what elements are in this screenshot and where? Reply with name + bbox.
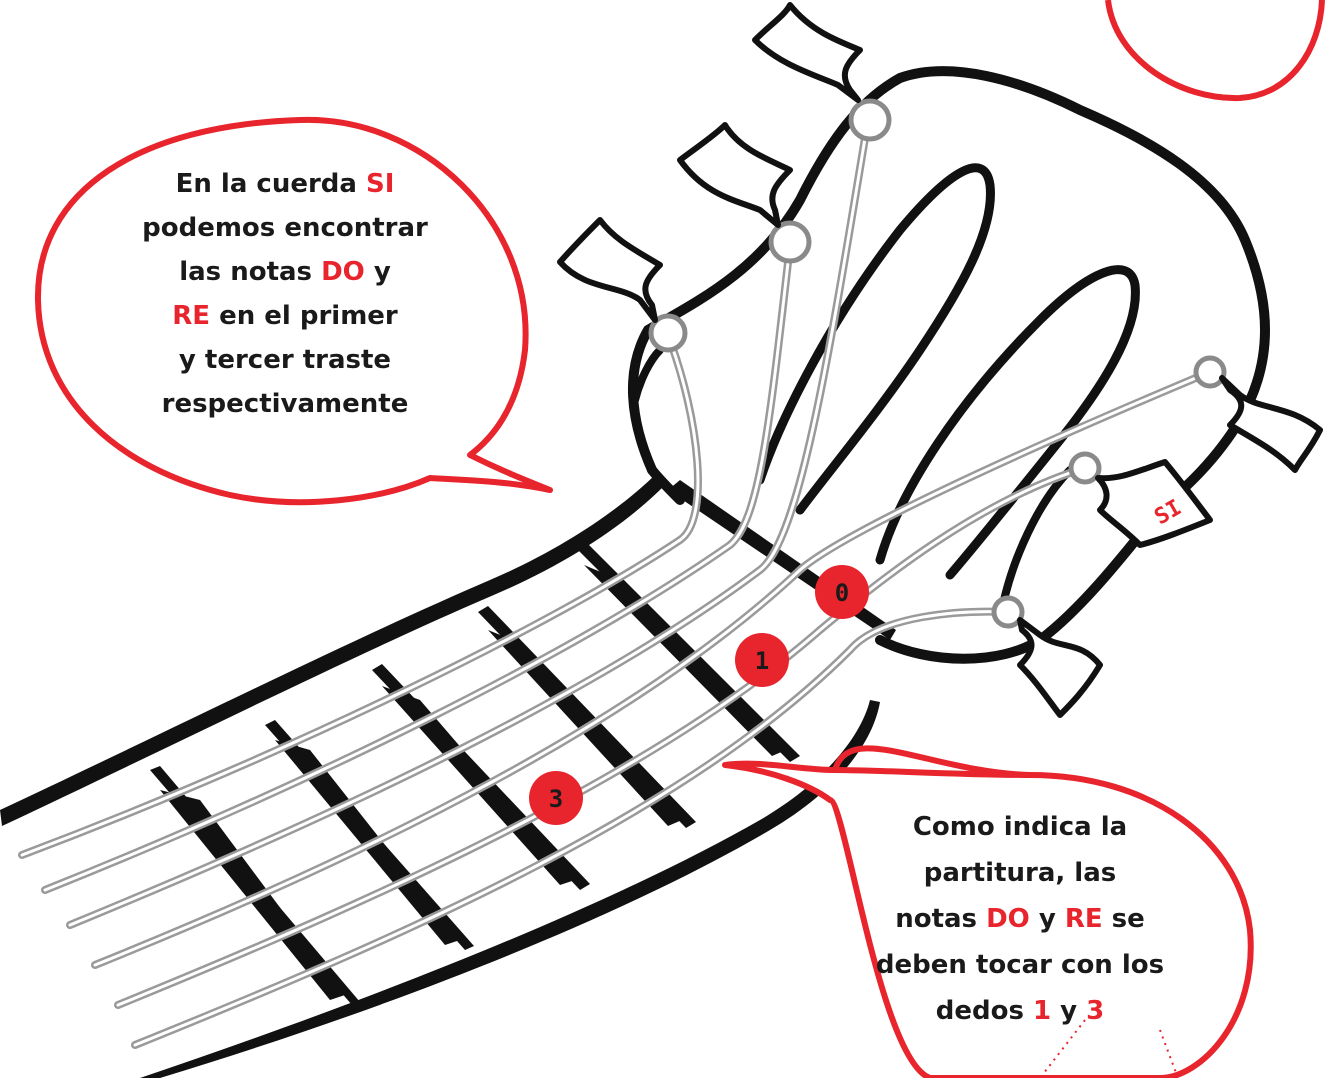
- tuning-post-4: [1196, 358, 1224, 386]
- finger-marker-0: 0: [815, 565, 869, 619]
- frets: [150, 480, 896, 1005]
- text-segment: Como indica la: [913, 812, 1127, 842]
- finger-marker-1: 1: [735, 633, 789, 687]
- text-segment: En la cuerda: [176, 169, 366, 199]
- highlight-text: 1: [1033, 996, 1051, 1026]
- tuner-key-2: [680, 125, 790, 225]
- svg-text:0: 0: [835, 579, 849, 607]
- bubble-line: notas DO y RE se: [895, 904, 1145, 934]
- text-segment: notas: [895, 904, 986, 934]
- highlight-text: RE: [172, 301, 210, 331]
- bubble-line: RE en el primer: [172, 301, 398, 331]
- text-segment: dedos: [936, 996, 1033, 1026]
- text-segment: podemos encontrar: [142, 213, 428, 243]
- tuning-post-5: [1071, 454, 1099, 482]
- bubble-line: respectivamente: [162, 389, 409, 419]
- text-segment: y: [1030, 904, 1065, 934]
- partial-red-circle: [1108, 0, 1322, 98]
- text-segment: partitura, las: [924, 858, 1117, 888]
- speech-bubble-left: En la cuerda SI podemos encontrar las nota…: [38, 120, 550, 502]
- highlight-text: DO: [321, 257, 365, 287]
- bubble-line: y tercer traste: [179, 345, 391, 375]
- highlight-text: 3: [1086, 996, 1104, 1026]
- svg-text:3: 3: [549, 785, 563, 813]
- text-segment: y tercer traste: [179, 345, 391, 375]
- text-segment: en el primer: [210, 301, 398, 331]
- bubble-line: Como indica la: [913, 812, 1127, 842]
- text-segment: respectivamente: [162, 389, 409, 419]
- text-segment: y: [365, 257, 391, 287]
- tuner-key-3: [755, 5, 860, 100]
- tuning-post-3: [851, 101, 889, 139]
- neck-outline: [0, 472, 880, 1078]
- tuning-post-2: [771, 223, 809, 261]
- bubble-line: En la cuerda SI: [176, 169, 395, 199]
- fret-wedges: [160, 565, 786, 1000]
- text-segment: las notas: [179, 257, 321, 287]
- text-segment: y: [1051, 996, 1086, 1026]
- svg-text:1: 1: [755, 647, 769, 675]
- bubble-line: las notas DO y: [179, 257, 391, 287]
- text-segment: deben tocar con los: [876, 950, 1164, 980]
- finger-marker-3: 3: [529, 771, 583, 825]
- bubble-line: podemos encontrar: [142, 213, 428, 243]
- highlight-text: RE: [1065, 904, 1103, 934]
- tuner-key-6: [1020, 620, 1100, 715]
- tuner-key-4: [1222, 378, 1320, 470]
- bubble-line: deben tocar con los: [876, 950, 1164, 980]
- highlight-text: SI: [366, 169, 394, 199]
- tuner-key-1: [560, 220, 660, 320]
- bubble-line: partitura, las: [924, 858, 1117, 888]
- text-segment: se: [1103, 904, 1145, 934]
- highlight-text: DO: [986, 904, 1030, 934]
- bubble-line: dedos 1 y 3: [936, 996, 1105, 1026]
